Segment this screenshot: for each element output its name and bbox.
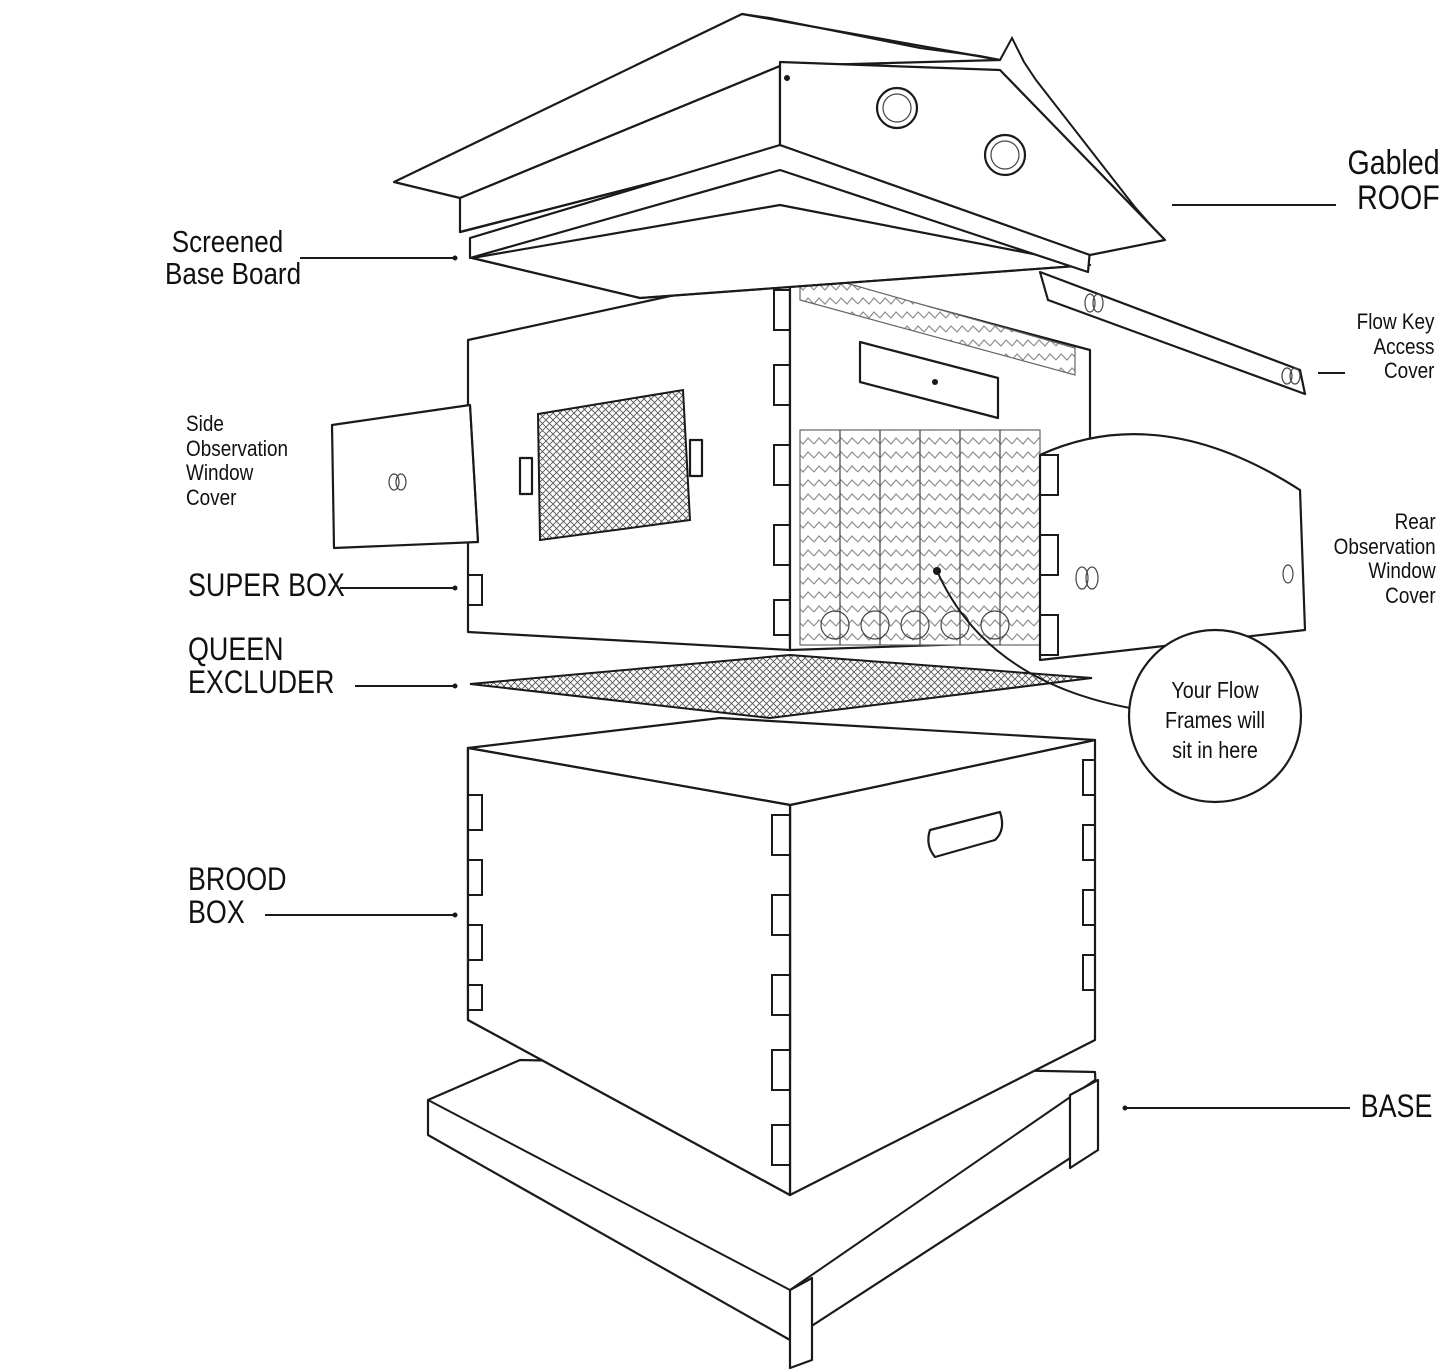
flow-frames-leader — [936, 570, 1156, 713]
rear-observation-window-cover — [1038, 433, 1307, 662]
super-box-label: SUPER BOX — [188, 567, 345, 603]
brood-box-label: BROOD BOX — [188, 861, 287, 930]
side-observation-window-cover — [330, 403, 480, 550]
flow-frames-callout-bubble — [1127, 628, 1303, 804]
gabled-roof — [392, 12, 1167, 274]
brood-box — [466, 716, 1097, 1197]
rear-observation-window-cover-label: Rear Observation Window Cover — [1333, 509, 1436, 608]
hive-base — [426, 1058, 1100, 1370]
queen-excluder-label: QUEEN EXCLUDER — [188, 631, 335, 700]
leader-lines — [265, 204, 1350, 1111]
gabled-roof-label: Gabled ROOF — [1347, 144, 1440, 217]
screened-base-board — [470, 203, 1092, 300]
flow-key-access-cover — [1038, 270, 1307, 396]
flow-key-access-cover-label: Flow Key Access Cover — [1356, 309, 1434, 384]
screened-base-board-label: Screened Base Board — [165, 224, 302, 291]
side-observation-window-cover-label: Side Observation Window Cover — [186, 411, 289, 510]
flow-frames-callout-text: Your Flow Frames will sit in here — [1164, 677, 1266, 763]
base-label: BASE — [1360, 1088, 1432, 1124]
queen-excluder — [469, 653, 1093, 720]
super-box — [466, 268, 1092, 652]
